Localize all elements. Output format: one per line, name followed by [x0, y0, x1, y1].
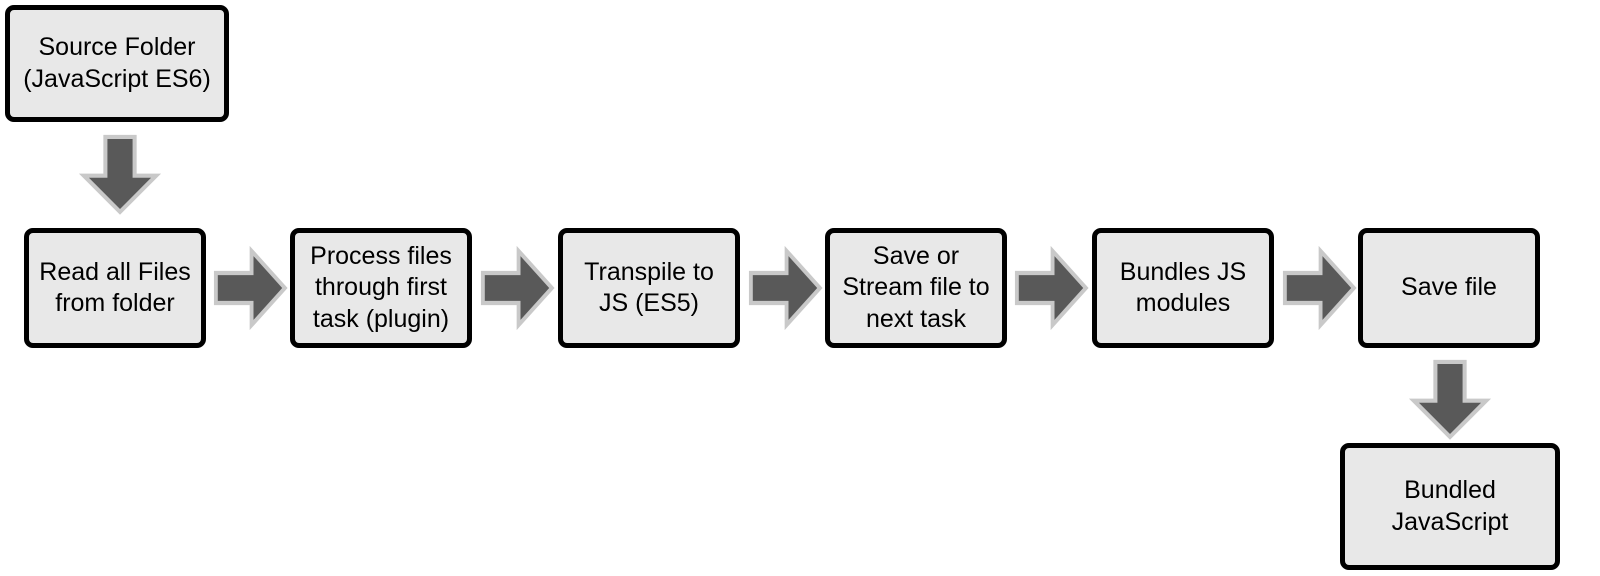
node-label: Read all Files from folder: [39, 257, 191, 318]
node-label: Transpile to JS (ES5): [584, 257, 714, 318]
node-label: Bundled JavaScript: [1391, 476, 1509, 536]
node-label: Save or Stream file to next task: [842, 241, 990, 333]
node-read-all-files[interactable]: Read all Files from folder: [24, 228, 206, 348]
node-bundles-js-modules[interactable]: Bundles JS modules: [1092, 228, 1274, 348]
node-label: Bundles JS modules: [1119, 257, 1247, 318]
arrow-down-icon: [1408, 359, 1492, 440]
arrow-right-icon: [748, 245, 823, 331]
arrow-down-icon: [78, 134, 162, 215]
node-save-or-stream[interactable]: Save or Stream file to next task: [825, 228, 1007, 348]
node-process-files[interactable]: Process files through first task (plugin…: [290, 228, 472, 348]
node-label: Process files through first task (plugin…: [310, 241, 452, 333]
arrow-right-icon: [480, 245, 555, 331]
node-bundled-javascript[interactable]: Bundled JavaScript: [1340, 443, 1560, 570]
node-transpile-to-js[interactable]: Transpile to JS (ES5): [558, 228, 740, 348]
arrow-right-icon: [1282, 245, 1357, 331]
arrow-right-icon: [213, 245, 288, 331]
arrow-right-icon: [1014, 245, 1089, 331]
node-label: Save file: [1401, 273, 1497, 302]
node-save-file[interactable]: Save file: [1358, 228, 1540, 348]
node-label: Source Folder (JavaScript ES6): [23, 33, 211, 93]
node-source-folder[interactable]: Source Folder (JavaScript ES6): [5, 5, 229, 122]
